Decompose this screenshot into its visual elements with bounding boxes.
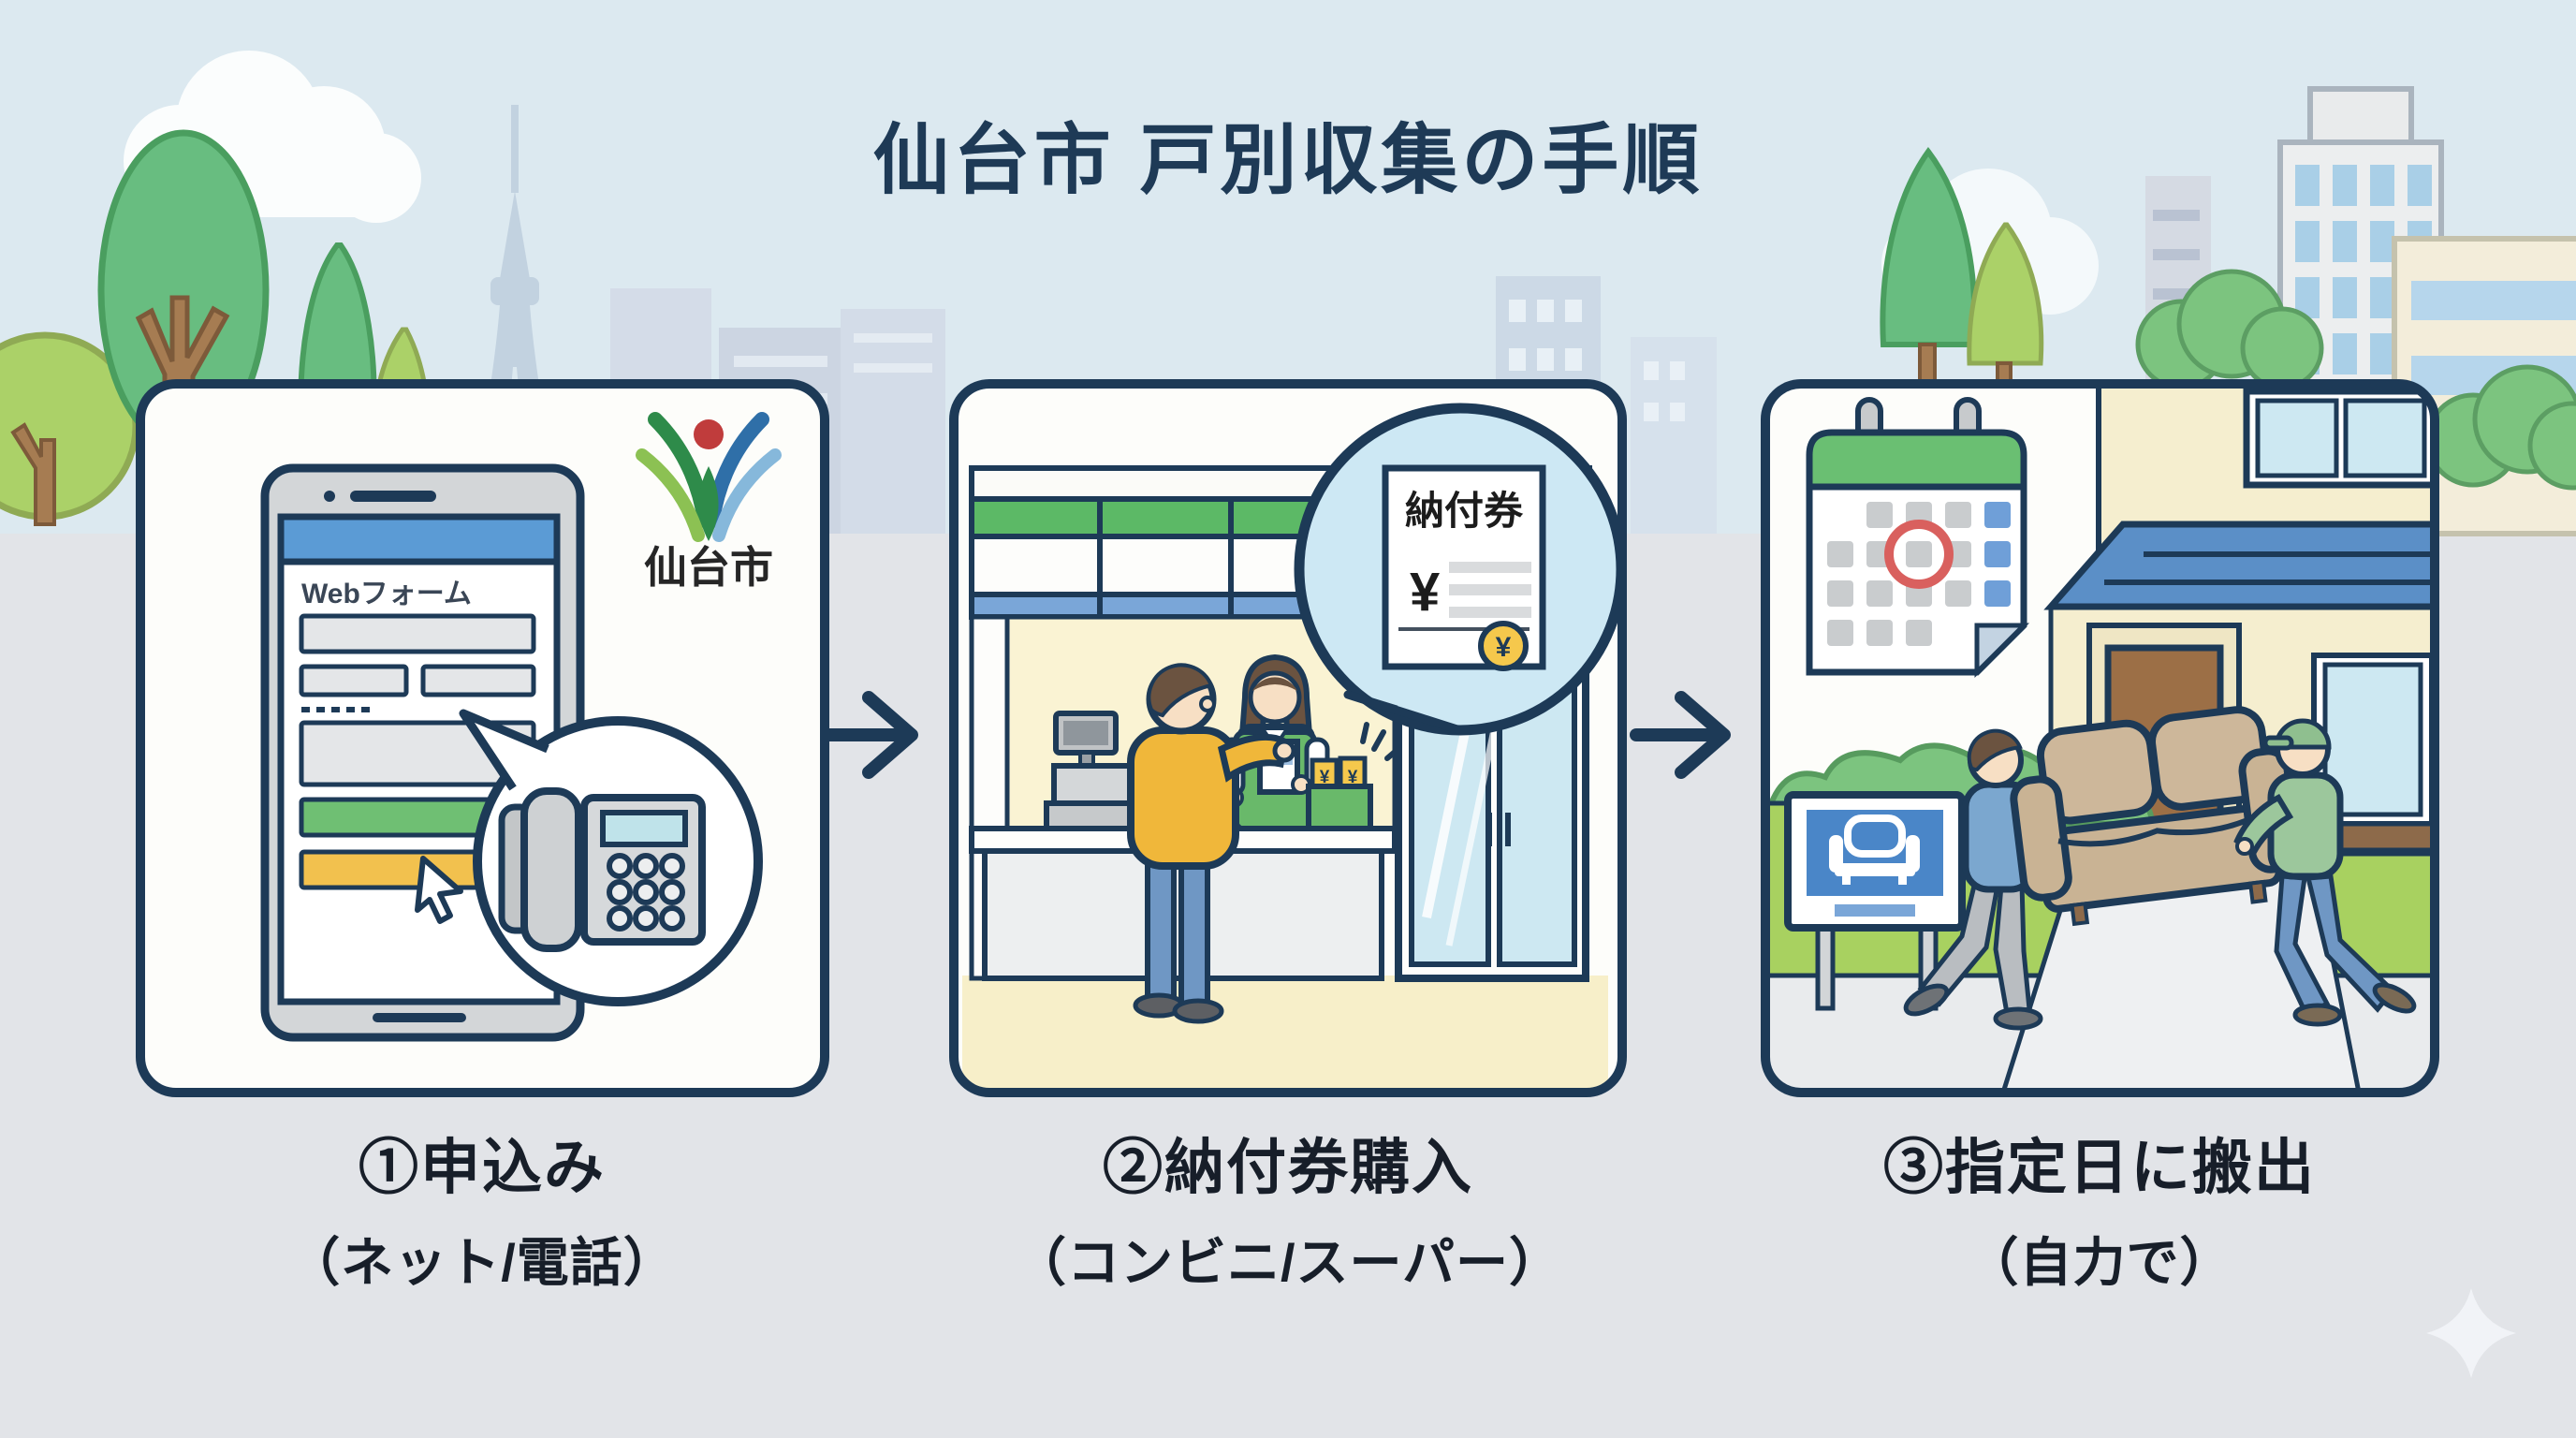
customer (1127, 663, 1296, 1024)
armchair-icon (1829, 814, 1920, 885)
calendar-day-grid (1827, 502, 2011, 646)
tablet-camera-dot (324, 491, 335, 502)
bush-icon (2135, 269, 2576, 491)
step1-caption: ①申込み （ネット/電話） (98, 1120, 866, 1297)
collection-sign (1784, 791, 1966, 1011)
sparkle-icon (2426, 1288, 2516, 1378)
svg-text:¥: ¥ (1496, 632, 1512, 663)
step1-sublabel: （ネット/電話） (287, 1233, 677, 1292)
sofa-icon (2010, 706, 2301, 927)
step2-label: ②納付券購入 (1103, 1134, 1473, 1201)
step1-label: ①申込み (359, 1134, 606, 1201)
page-title: 仙台市 戸別収集の手順 (872, 118, 1704, 203)
calendar-fold-corner (1974, 623, 2030, 679)
tablet-home-bar (373, 1013, 466, 1022)
webform-title: Webフォーム (301, 579, 472, 609)
sendai-city-logo: 仙台市 (636, 412, 782, 592)
arrow-right-icon (1630, 691, 1731, 779)
svg-text:¥: ¥ (1348, 768, 1358, 787)
step2-sublabel: （コンビニ/スーパー） (1014, 1233, 1562, 1292)
tree-icon (1880, 146, 2044, 406)
telephone-icon (498, 787, 706, 952)
form-field (420, 664, 536, 697)
step2-card: ¥ ¥ (949, 379, 1627, 1097)
calendar-icon (1806, 397, 2030, 679)
logo-text: 仙台市 (644, 543, 773, 592)
ticket-title: 納付券 (1405, 489, 1524, 533)
step1-card: 仙台市 Webフォーム (136, 379, 829, 1097)
ticket-bubble: 納付券 ¥ ¥ (1294, 403, 1622, 736)
cash-register-icon (1044, 711, 1143, 832)
arrow-right-icon (817, 691, 918, 779)
tablet-speaker (350, 491, 436, 502)
svg-text:¥: ¥ (1320, 768, 1330, 787)
form-field (299, 664, 409, 697)
phone-bubble (459, 709, 763, 1006)
cap-icon (2262, 718, 2332, 751)
form-field (299, 613, 536, 654)
mover-right (2233, 718, 2417, 1027)
step3-label: ③指定日に搬出 (1883, 1134, 2316, 1201)
browser-header-bar (277, 513, 561, 565)
step3-caption: ③指定日に搬出 （自力で） (1716, 1120, 2483, 1297)
step3-card (1761, 379, 2439, 1097)
store-floor (962, 976, 1608, 1093)
step3-sublabel: （自力で） (1966, 1233, 2233, 1292)
ticket-yen-symbol: ¥ (1410, 562, 1440, 623)
calendar-marked-day (1884, 520, 1954, 589)
ticket-display-box: ¥ ¥ (1306, 722, 1403, 834)
yen-coin-icon: ¥ (1478, 621, 1529, 671)
house-roof-awning (2043, 521, 2435, 610)
step2-caption: ②納付券購入 （コンビニ/スーパー） (904, 1120, 1672, 1297)
calendar-header (1806, 429, 2027, 491)
house-upper-window (2243, 388, 2435, 489)
cursor-icon (415, 856, 463, 924)
